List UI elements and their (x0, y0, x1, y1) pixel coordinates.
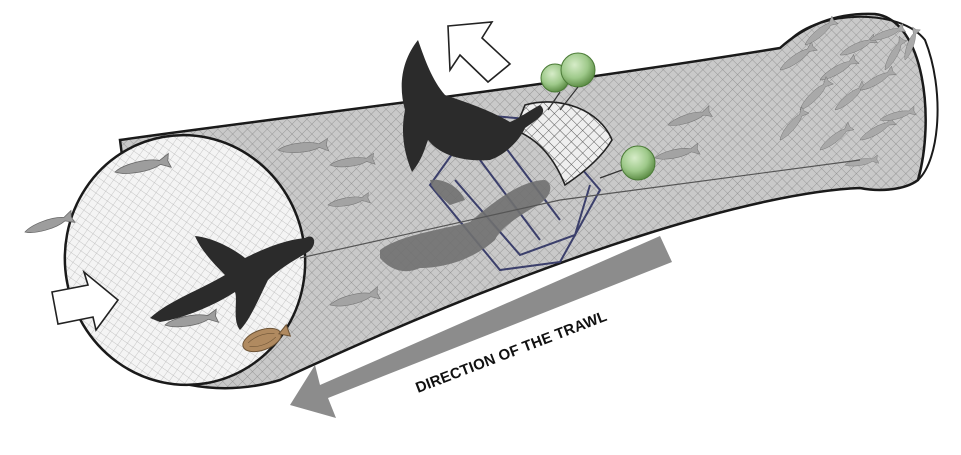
flatfish-icon (242, 323, 292, 353)
codend-outline (789, 15, 939, 181)
seal-escaping (401, 40, 544, 172)
headline-rope (299, 159, 861, 259)
exit-arrow-icon (447, 21, 512, 84)
float-right (599, 145, 656, 181)
direction-arrow-icon (290, 236, 672, 418)
seal-shadow (380, 179, 551, 272)
escape-hood (513, 101, 613, 187)
seal-entering (150, 236, 315, 330)
float-icon (560, 52, 596, 88)
float-icon (620, 145, 656, 181)
entry-arrow-icon (51, 269, 120, 332)
float-cluster-top (540, 52, 596, 111)
